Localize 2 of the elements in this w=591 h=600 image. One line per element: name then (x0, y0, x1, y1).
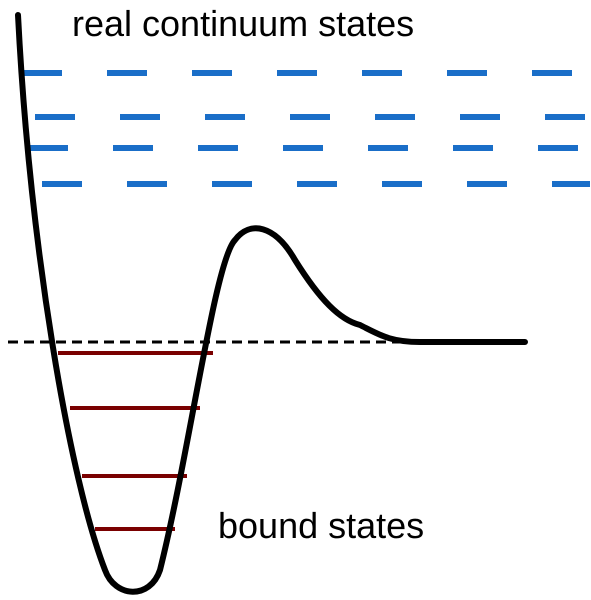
continuum-states-label: real continuum states (72, 4, 414, 44)
bound-states-label: bound states (218, 506, 424, 546)
